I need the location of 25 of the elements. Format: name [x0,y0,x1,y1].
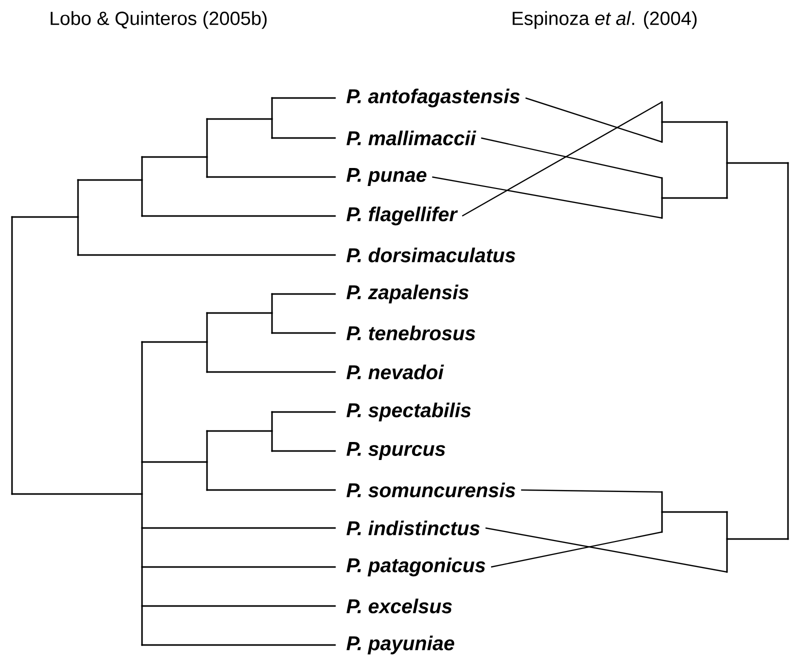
tree-heading: Lobo & Quinteros (2005b) [50,11,267,29]
taxon-label: P. tenebrosus [346,326,476,340]
cladogram-drawing [661,101,789,573]
connector-line [490,531,662,568]
taxon-label: P. excelsus [346,598,452,614]
taxon-label: P. patagonicus [346,558,486,576]
connector-line [525,97,662,143]
taxon-label: P. spectabilis [346,402,471,422]
taxon-label: P. mallimaccii [346,130,476,146]
connector-line [462,101,662,217]
taxon-label: P. antofagastensis [346,88,520,108]
connector-line [485,527,728,573]
taxon-label: P. somuncurensis [346,482,516,498]
connector-line [432,176,662,219]
tree-heading: Espinoza et al. (2004) [512,11,697,29]
taxon-label: P. nevadoi [346,364,444,380]
connector-line [480,137,662,179]
taxon-label: P. punae [346,168,426,186]
taxon-label: P. indistinctus [346,520,480,536]
taxon-label: P. dorsimaculatus [346,248,516,262]
connector-line [521,489,662,493]
taxon-label: P. payuniae [346,636,454,654]
taxon-label: P. flagellifer [346,206,458,226]
taxon-label: P. spurcus [346,442,446,460]
taxon-label: P. zapalensis [346,284,469,304]
